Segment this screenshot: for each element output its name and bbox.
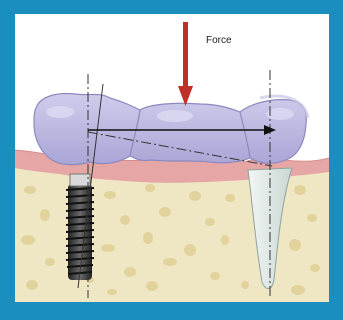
force-label: Force [206, 35, 232, 46]
